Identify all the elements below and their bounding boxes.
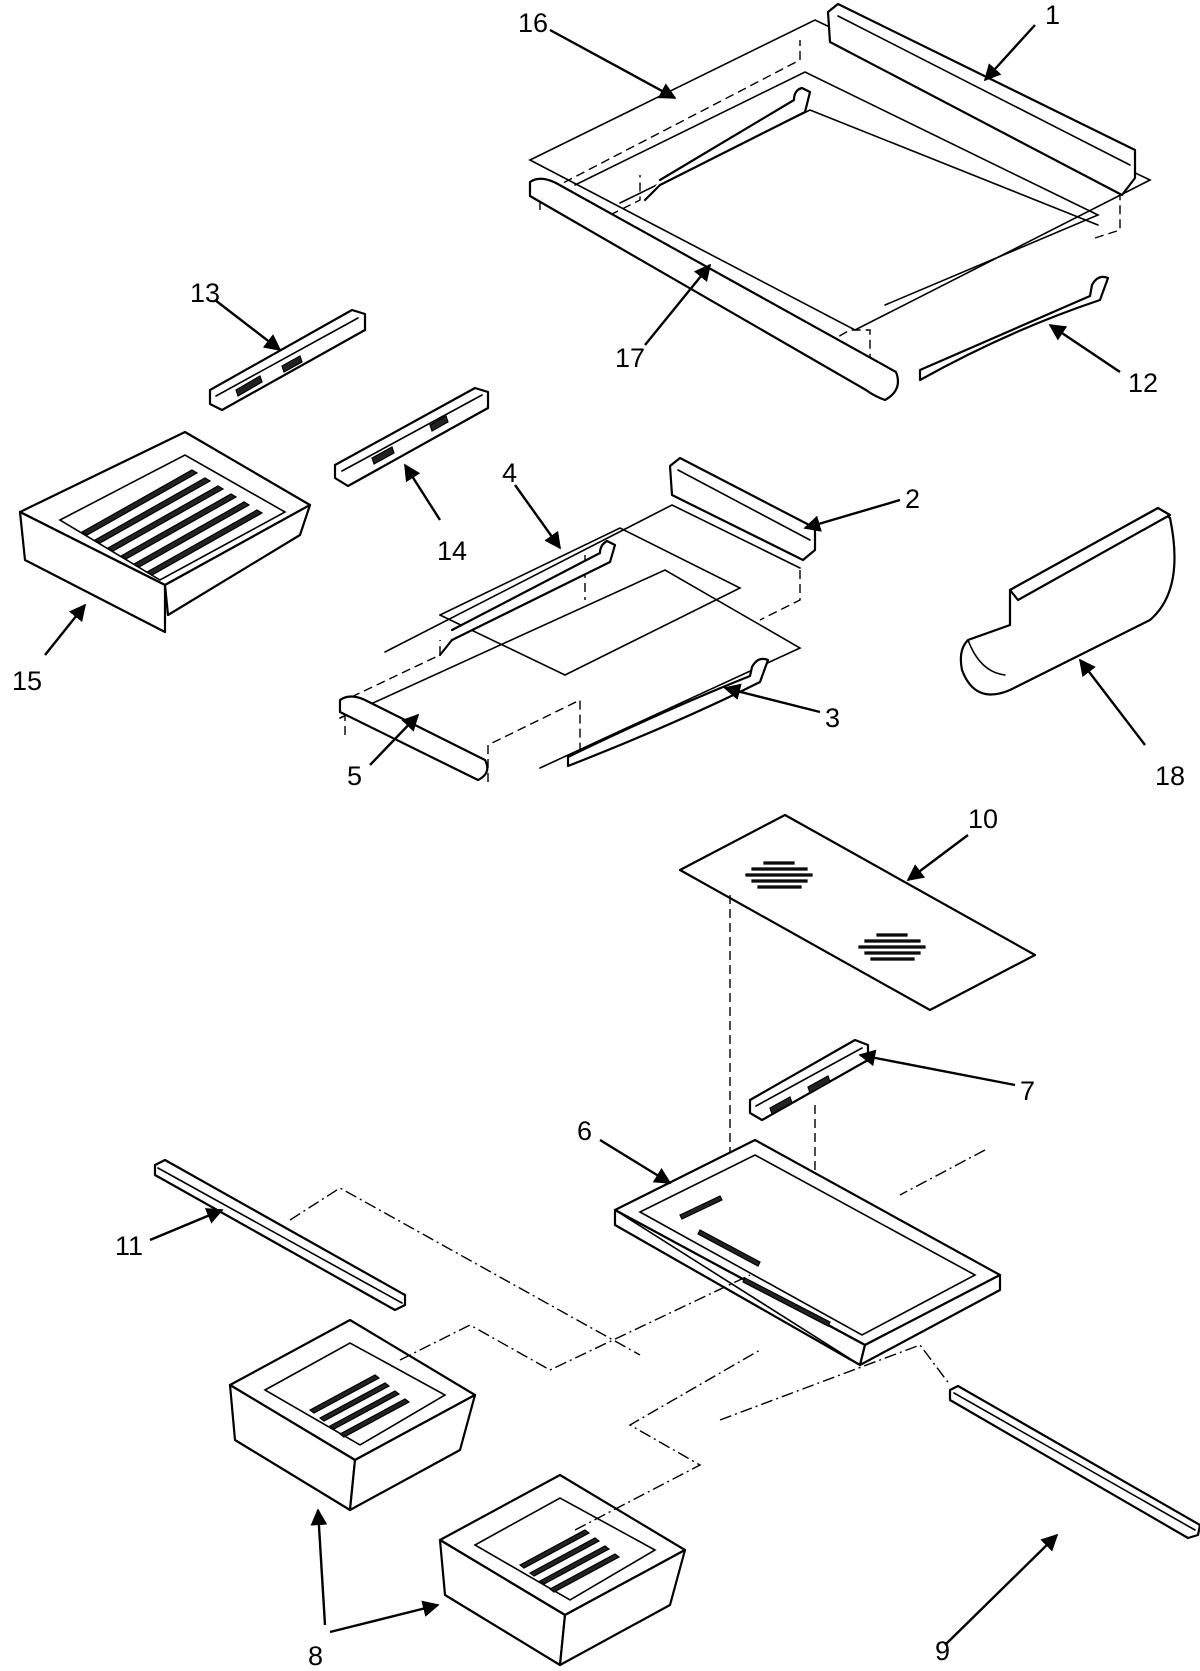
middle-shelf-assembly	[338, 456, 817, 782]
trim-strip-11	[153, 1158, 407, 1312]
callout-5: 5	[347, 761, 362, 791]
slide-rail-7	[748, 1038, 870, 1122]
callout-4: 4	[502, 458, 517, 488]
leader-lines	[44, 24, 1146, 1646]
callout-3: 3	[825, 703, 840, 733]
trim-strip-9	[948, 1384, 1200, 1540]
crisper-drawer-15	[18, 430, 312, 634]
crisper-cover-frame-6	[613, 1138, 1002, 1367]
callout-11: 11	[115, 1231, 143, 1261]
callout-10: 10	[968, 804, 998, 834]
upper-shelf-assembly	[528, 2, 1152, 402]
slide-rail-14	[333, 386, 490, 488]
callout-14: 14	[437, 536, 467, 566]
assembly-line	[719, 1344, 951, 1421]
assembly-line	[399, 1274, 751, 1371]
callout-17: 17	[615, 343, 645, 373]
callout-9: 9	[935, 1636, 950, 1666]
callout-13: 13	[190, 278, 220, 308]
callout-16: 16	[518, 8, 548, 38]
callout-7: 7	[1020, 1076, 1035, 1106]
slide-rail-13	[208, 308, 367, 412]
assembly-line	[289, 1187, 641, 1356]
crisper-drawer-8-upper	[228, 1318, 477, 1512]
callout-12: 12	[1128, 368, 1158, 398]
bin-18	[959, 506, 1176, 696]
callout-15: 15	[12, 666, 42, 696]
middle-back-rail	[668, 456, 817, 562]
callouts: 1 2 3 4 5 6 7 8 9 10 11 12 13 14 15 16 1…	[12, 0, 1185, 1671]
callout-1: 1	[1045, 0, 1060, 30]
callout-18: 18	[1155, 761, 1185, 791]
middle-front-trim	[338, 695, 489, 782]
callout-8: 8	[308, 1641, 323, 1671]
middle-side-rail	[566, 657, 770, 768]
upper-back-rail	[826, 2, 1137, 197]
upper-side-rail	[918, 275, 1110, 382]
callout-6: 6	[577, 1116, 592, 1146]
crisper-drawer-8-lower	[438, 1473, 687, 1667]
upper-front-trim	[528, 177, 900, 402]
callout-2: 2	[905, 484, 920, 514]
assembly-line	[574, 1349, 761, 1531]
